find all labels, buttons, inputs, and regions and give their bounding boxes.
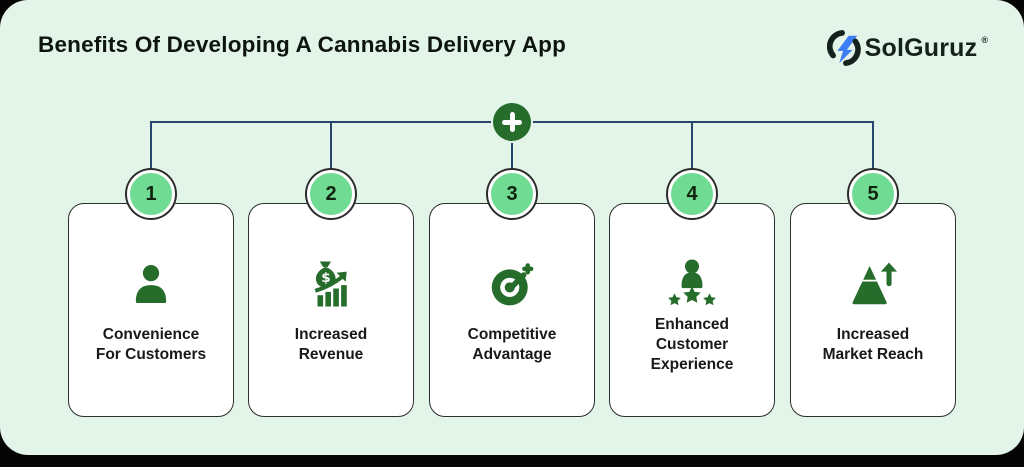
number-badge: 1 — [127, 170, 175, 218]
number-badge: 3 — [488, 170, 536, 218]
registered-trademark: ® — [981, 35, 988, 45]
benefit-label: Increased Market Reach — [822, 326, 924, 363]
person-icon — [69, 254, 233, 314]
target-icon — [430, 254, 594, 314]
benefit-label: Competitive Advantage — [467, 326, 557, 363]
benefit-label: Enhanced Customer Experience — [650, 316, 734, 373]
connector-drop-2 — [330, 121, 332, 169]
benefit-card-5: 5 Increased Market Reach — [790, 170, 956, 417]
page-title: Benefits Of Developing A Cannabis Delive… — [38, 32, 567, 57]
connector-drop-1 — [150, 121, 152, 169]
connector-drop-4 — [691, 121, 693, 169]
number-badge: 5 — [849, 170, 897, 218]
benefit-card-1: 1 Convenience For Customers — [68, 170, 234, 417]
benefit-card-3: 3 Competitive Advantage — [429, 170, 595, 417]
customer-rating-icon — [610, 254, 774, 314]
number-badge: 2 — [307, 170, 355, 218]
solguruz-logo-icon — [826, 30, 861, 66]
number-badge: 4 — [668, 170, 716, 218]
market-growth-icon — [791, 254, 955, 314]
connector-drop-3 — [511, 121, 513, 169]
money-growth-icon: $ — [249, 254, 413, 314]
benefit-label: Increased Revenue — [294, 326, 368, 363]
brand-logo: SolGuruz ® — [826, 30, 988, 66]
plus-icon — [493, 103, 531, 141]
benefit-card-2: 2 $ Increased Revenue — [248, 170, 414, 417]
svg-text:$: $ — [321, 270, 330, 286]
benefit-label: Convenience For Customers — [95, 326, 207, 363]
benefit-card-4: 4 Enhanced Customer Experience — [609, 170, 775, 417]
connector-drop-5 — [872, 121, 874, 169]
brand-name: SolGuruz — [864, 33, 978, 62]
